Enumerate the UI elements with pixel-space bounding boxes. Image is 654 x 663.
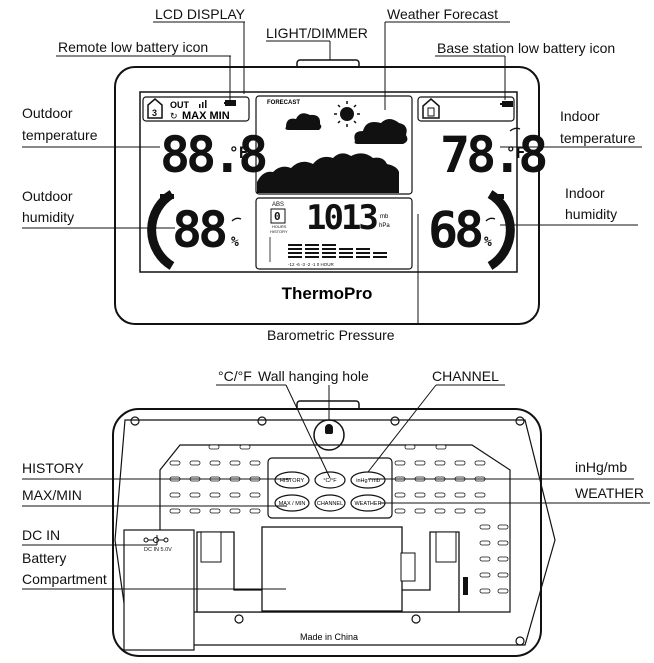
back-inner-frame — [114, 419, 556, 646]
pressure-value: 1013 — [306, 198, 377, 238]
battery-label-1: Battery — [22, 550, 66, 566]
indoor-temp-unit: °F — [506, 143, 525, 162]
indoor-humidity-arc — [487, 190, 515, 270]
side-port — [463, 577, 468, 595]
battery-latch — [400, 552, 416, 582]
back-callout-lines — [22, 384, 650, 590]
pressure-history-bars — [288, 244, 387, 258]
made-in-label: Made in China — [300, 632, 358, 642]
max-min-button-label: MAX / MIN — [279, 501, 306, 507]
max-min-button[interactable]: MAX / MIN — [274, 494, 310, 512]
house-channel-icon — [147, 98, 163, 119]
indoor-humidity-label-1: Indoor — [565, 185, 605, 201]
front-view: 3 OUT MAX MIN ↻ 88.8 °F 88 % FORECAST — [22, 6, 642, 343]
indoor-temperature-label-2: temperature — [560, 130, 636, 146]
barometric-pressure-label: Barometric Pressure — [267, 327, 395, 343]
sun-icon — [334, 101, 360, 127]
weather-forecast-label: Weather Forecast — [387, 6, 498, 22]
indoor-humidity-level-mark — [490, 194, 504, 199]
channel-label: CHANNEL — [432, 368, 499, 384]
abs-label: ABS — [272, 202, 284, 208]
remote-low-battery-label: Remote low battery icon — [58, 39, 208, 55]
base-battery-icon — [502, 101, 513, 107]
indoor-trend-arrow — [485, 217, 496, 222]
celsius-fahrenheit-label: °C/°F — [218, 368, 252, 384]
weather-button-label: WEATHER — [354, 501, 381, 507]
inhg-mb-button[interactable]: inHg / mb — [350, 471, 386, 489]
left-cloud-icon — [285, 113, 322, 130]
indoor-temperature-value: 78.8 — [440, 126, 545, 184]
light-dimmer-label: LIGHT/DIMMER — [266, 25, 368, 41]
vent-slots — [169, 444, 509, 594]
max-min-label-callout: MAX/MIN — [22, 487, 82, 503]
channel-button-label: CHANNEL — [317, 501, 343, 507]
outdoor-humidity-label-2: humidity — [22, 209, 74, 225]
out-indicator: OUT — [170, 100, 190, 110]
outdoor-humidity-arc — [147, 190, 175, 270]
history-button[interactable]: HISTORY — [274, 471, 310, 489]
dc-in-panel — [123, 529, 195, 651]
right-cloud-icon — [354, 119, 408, 144]
outdoor-temperature-value: 88.8 — [160, 126, 265, 184]
history-hours-box — [270, 208, 286, 224]
back-view: HISTORY °C/°F inHg / mb MAX / MIN CHANNE… — [22, 368, 650, 657]
wall-hanging-hole-label: Wall hanging hole — [258, 368, 369, 384]
indoor-info-panel — [417, 96, 515, 122]
lcd-frame — [139, 91, 518, 273]
brand-logo: ThermoPro — [282, 284, 373, 303]
weather-label-callout: WEATHER — [575, 485, 644, 501]
back-vent-area — [159, 444, 511, 613]
indoor-humidity-value: 68 — [428, 201, 481, 259]
weather-button[interactable]: WEATHER — [350, 494, 386, 512]
indoor-humidity-label-2: humidity — [565, 206, 617, 222]
cf-button[interactable]: °C/°F — [314, 471, 346, 489]
dc-in-label: DC IN — [22, 527, 60, 543]
outdoor-temp-unit: °F — [229, 143, 248, 162]
indoor-humidity-percent: % — [484, 235, 492, 250]
indoor-house-icon — [422, 98, 440, 119]
humidity-level-mark — [160, 194, 174, 199]
inhg-mb-label-callout: inHg/mb — [575, 459, 627, 475]
pressure-panel — [255, 197, 413, 270]
battery-compartment — [261, 526, 403, 612]
history-label: HISTORY — [270, 229, 288, 234]
outdoor-temperature-label-2: temperature — [22, 127, 98, 143]
pressure-unit-mb: mb — [380, 214, 389, 220]
lcd-display-label: LCD DISPLAY — [155, 6, 246, 22]
signal-icon — [199, 100, 207, 108]
outdoor-humidity-label-1: Outdoor — [22, 188, 73, 204]
remote-info-panel — [142, 96, 250, 122]
forecast-panel — [255, 95, 413, 195]
pressure-unit-hpa: hPa — [379, 223, 390, 229]
battery-label-2: Compartment — [22, 571, 107, 587]
history-hours-digit: 0 — [274, 210, 281, 223]
forecast-title: FORECAST — [267, 100, 300, 106]
outdoor-humidity-value: 88 — [172, 201, 225, 259]
base-low-battery-label: Base station low battery icon — [437, 40, 615, 56]
front-callout-lines — [22, 21, 642, 325]
refresh-icon: ↻ — [170, 111, 178, 121]
remote-battery-icon — [225, 100, 236, 106]
outdoor-humidity-percent: % — [231, 235, 239, 250]
dc-in-voltage-label: DC IN 5.0V — [144, 547, 172, 553]
outdoor-temperature-label-1: Outdoor — [22, 105, 73, 121]
channel-number: 3 — [152, 108, 157, 118]
cf-button-label: °C/°F — [323, 478, 337, 484]
history-button-label: HISTORY — [280, 478, 305, 484]
dc-polarity-icon — [143, 537, 169, 543]
landscape-icon — [257, 153, 399, 193]
max-min-indicator: MAX MIN — [182, 110, 230, 122]
history-axis-labels: -12 -6 -3 -2 -1 0 HOUR — [288, 262, 335, 267]
indoor-temp-trend-arrow — [509, 127, 521, 132]
outdoor-trend-arrow — [231, 217, 242, 222]
hours-label: HOURS — [272, 224, 287, 229]
indoor-temperature-label-1: Indoor — [560, 108, 600, 124]
inhg-mb-button-label: inHg / mb — [356, 478, 380, 484]
history-label-callout: HISTORY — [22, 460, 84, 476]
channel-button[interactable]: CHANNEL — [314, 494, 346, 512]
